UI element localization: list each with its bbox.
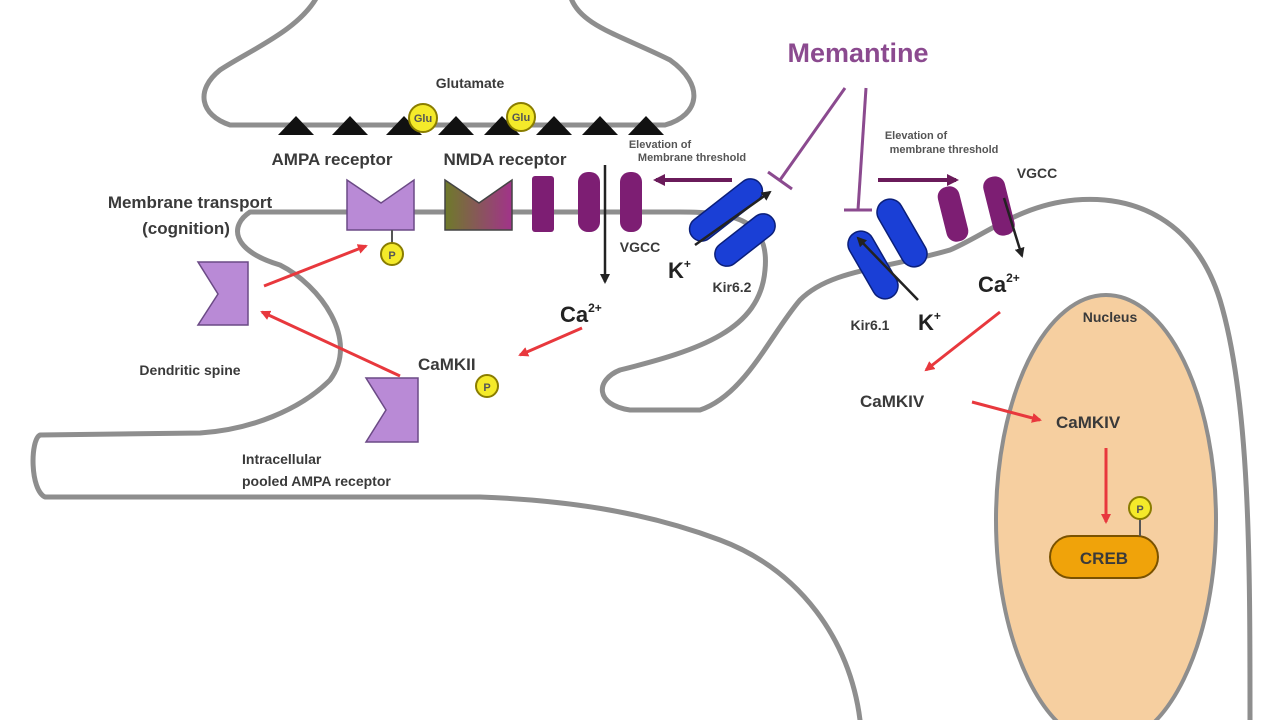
kir62-label: Kir6.2 xyxy=(713,279,752,295)
memantine-inhibition-left xyxy=(778,87,847,181)
ampa-receptor-label: AMPA receptor xyxy=(272,150,393,169)
neurotransmitter-marker xyxy=(386,116,422,135)
k-efflux-arrow-left xyxy=(694,190,772,247)
nmda-receptor-label: NMDA receptor xyxy=(443,150,566,169)
creb-label: CREB xyxy=(1080,549,1128,568)
camkiv-nucleus-label: CaMKIV xyxy=(1056,413,1121,432)
neurotransmitter-marker xyxy=(332,116,368,135)
kir62-subunit xyxy=(688,178,764,242)
memantine-inhibition-right xyxy=(856,87,868,211)
ca-to-camkii-arrow xyxy=(518,326,583,357)
elevation-right-line1: Elevation of xyxy=(885,130,948,142)
spine-ampa-receptor xyxy=(196,261,249,326)
ampa-receptor xyxy=(346,178,415,231)
nmda-channel-subunit xyxy=(532,176,554,232)
glu-label: Glu xyxy=(512,112,530,124)
kir61-label: Kir6.1 xyxy=(851,317,890,333)
nucleus-label: Nucleus xyxy=(1083,309,1138,325)
intracellular-label-line1: Intracellular xyxy=(242,451,322,467)
camkiv-translocation-arrow xyxy=(971,400,1042,423)
glu-label: Glu xyxy=(414,113,432,125)
neurotransmitter-marker xyxy=(536,116,572,135)
nmda-receptor xyxy=(444,178,513,231)
dendritic-spine-label: Dendritic spine xyxy=(139,362,240,378)
intracellular-label-line2: pooled AMPA receptor xyxy=(242,473,391,489)
presynaptic-terminal xyxy=(201,0,697,128)
k-left-label: K+ xyxy=(668,257,691,283)
membrane-transport-label: Membrane transport xyxy=(108,193,273,212)
camkii-label: CaMKII xyxy=(418,355,476,374)
glutamate-molecule-2: Glu xyxy=(506,102,536,132)
vgcc-right-subunit xyxy=(937,186,969,242)
postsynaptic-membrane xyxy=(30,196,1253,720)
creb-protein xyxy=(1049,535,1159,579)
elevation-left-line1: Elevation of xyxy=(629,139,692,151)
ca-right-label: Ca2+ xyxy=(978,271,1020,297)
glutamate-label: Glutamate xyxy=(436,75,505,91)
vgcc-left-subunit xyxy=(620,172,642,232)
k-right-label: K+ xyxy=(918,309,941,335)
creb-phospho: P xyxy=(1128,496,1152,520)
camkiv-cytoplasm-label: CaMKIV xyxy=(860,392,925,411)
ca-left-label: Ca2+ xyxy=(560,301,602,327)
intracellular-ampa-receptor xyxy=(364,377,419,443)
vgcc-right-subunit xyxy=(983,176,1015,236)
vgcc-left-label: VGCC xyxy=(620,239,660,255)
elevation-left-line2: Membrane threshold xyxy=(638,152,746,164)
k-efflux-arrow-right xyxy=(856,236,919,301)
ca-influx-arrow-right xyxy=(1002,197,1025,258)
elevation-right-line2: membrane threshold xyxy=(890,144,999,156)
ampa-phospho: P xyxy=(380,242,404,266)
neurotransmitter-marker xyxy=(582,116,618,135)
neurotransmitter-marker xyxy=(628,116,664,135)
vgcc-right-label: VGCC xyxy=(1017,165,1057,181)
camkii-phospho: P xyxy=(475,374,499,398)
glutamate-molecule-1: Glu xyxy=(408,103,438,133)
kir61-subunit xyxy=(876,198,928,268)
ca-to-camkiv-arrow xyxy=(924,310,1001,372)
kir61-subunit xyxy=(847,230,899,300)
vgcc-left-subunit xyxy=(578,172,600,232)
memantine-label: Memantine xyxy=(787,38,928,68)
recycling-arrow xyxy=(260,310,401,378)
neurotransmitter-marker xyxy=(278,116,314,135)
svg-text:P: P xyxy=(1136,504,1143,516)
neurotransmitter-marker xyxy=(438,116,474,135)
svg-text:P: P xyxy=(483,382,490,394)
svg-text:P: P xyxy=(388,250,395,262)
neurotransmitter-marker xyxy=(484,116,520,135)
insertion-arrow xyxy=(263,244,368,288)
kir62-subunit xyxy=(714,213,776,267)
glutamate-vesicle-row xyxy=(278,116,664,135)
membrane-transport-sublabel: (cognition) xyxy=(142,219,230,238)
